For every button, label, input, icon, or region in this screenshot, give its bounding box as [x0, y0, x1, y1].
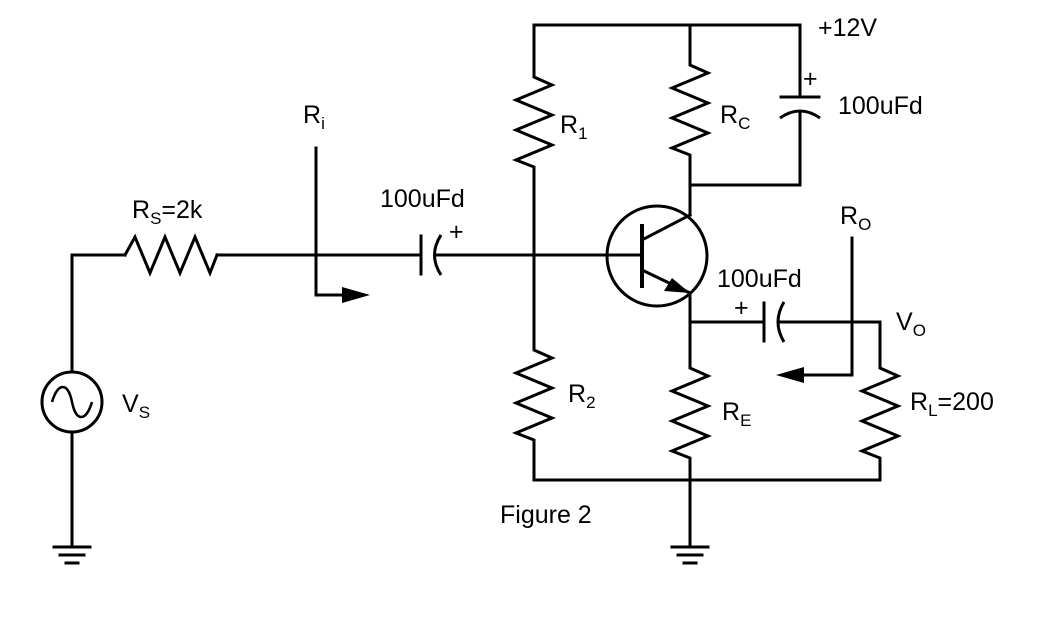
resistor-r2	[511, 253, 556, 482]
ro-arrow	[776, 236, 854, 383]
resistor-r1	[511, 23, 556, 257]
rl-label: RL=200	[910, 388, 994, 420]
resistor-re	[667, 291, 712, 482]
voltage-source-vs	[40, 370, 104, 547]
input-capacitor	[419, 234, 536, 276]
r2-label: R2	[568, 380, 596, 412]
bypass-capacitor	[779, 23, 821, 187]
resistor-rl	[857, 320, 902, 482]
output-cap-plus: +	[734, 294, 749, 322]
re-label: RE	[722, 398, 751, 430]
input-cap-label: 100uFd	[380, 185, 465, 213]
input-cap-plus: +	[449, 218, 464, 246]
ro-label: RO	[840, 202, 871, 234]
output-capacitor	[688, 301, 882, 343]
bypass-cap-plus: +	[803, 65, 818, 93]
rc-label: RC	[720, 101, 750, 133]
vs-label: VS	[122, 390, 150, 422]
output-cap-label: 100uFd	[717, 265, 802, 293]
figure-caption: Figure 2	[500, 501, 592, 529]
ground-symbol-source	[52, 545, 92, 565]
vo-label: VO	[896, 308, 926, 340]
supply-label: +12V	[818, 14, 877, 42]
source-wiring	[70, 233, 423, 374]
npn-transistor	[605, 204, 709, 308]
resistor-rc	[667, 23, 802, 217]
ground-return	[532, 478, 882, 565]
bypass-cap-label: 100uFd	[838, 92, 923, 120]
ri-arrow	[314, 146, 370, 303]
r1-label: R1	[560, 111, 588, 143]
ri-label: Ri	[303, 101, 325, 133]
rs-label: RS=2k	[132, 196, 203, 228]
